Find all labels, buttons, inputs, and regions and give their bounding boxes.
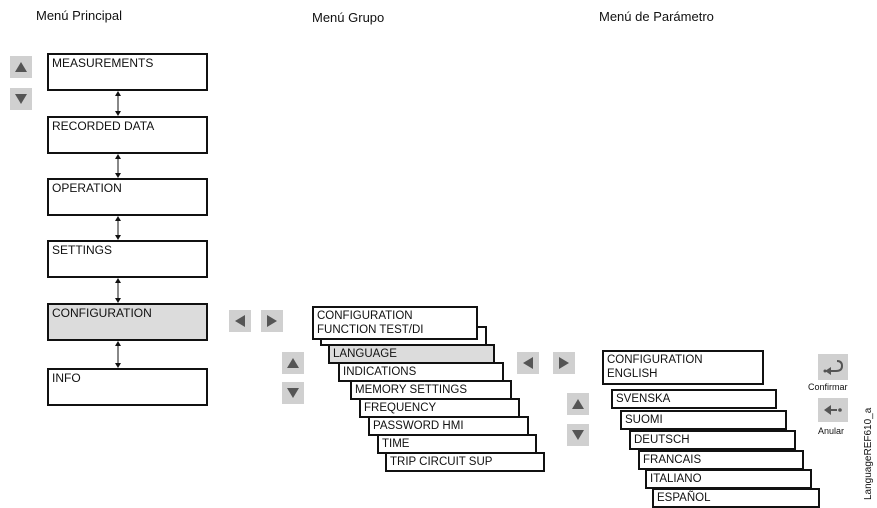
main-item-operation[interactable]: OPERATION [47, 178, 208, 216]
arrow-down-icon [15, 94, 27, 104]
group-menu-heading: Menú Grupo [312, 10, 385, 25]
up-button[interactable] [10, 56, 32, 78]
group-up-button[interactable] [282, 352, 304, 374]
double-arrow-icon [115, 278, 121, 303]
cancel-label: Anular [818, 426, 845, 436]
param-left-button[interactable] [517, 352, 539, 374]
arrow-down-icon [287, 388, 299, 398]
arrow-up-icon [572, 399, 584, 409]
main-menu-heading: Menú Principal [36, 8, 122, 23]
group-down-button[interactable] [282, 382, 304, 404]
arrow-left-icon [523, 357, 533, 369]
group-item-language[interactable]: LANGUAGE [328, 344, 495, 364]
confirm-label: Confirmar [808, 382, 848, 392]
param-right-button[interactable] [553, 352, 575, 374]
group-item-trip-circuit-sup[interactable]: TRIP CIRCUIT SUP [385, 452, 545, 472]
arrow-left-icon [235, 315, 245, 327]
param-item-espanol[interactable]: ESPAÑOL [652, 488, 820, 508]
main-item-measurements[interactable]: MEASUREMENTS [47, 53, 208, 91]
param-item-francais[interactable]: FRANCAIS [638, 450, 804, 470]
cancel-button[interactable] [818, 398, 848, 422]
group-item-frequency[interactable]: FREQUENCY [359, 398, 520, 418]
param-menu-heading: Menú de Parámetro [599, 9, 714, 24]
back-icon [824, 405, 842, 415]
param-title-line1: CONFIGURATION [607, 354, 703, 366]
down-button[interactable] [10, 88, 32, 110]
arrow-right-icon [559, 357, 569, 369]
figure-id: LanguageREF610_a [863, 407, 874, 500]
arrow-up-icon [287, 358, 299, 368]
right-button[interactable] [261, 310, 283, 332]
group-title-line1: CONFIGURATION [317, 310, 413, 322]
param-item-suomi[interactable]: SUOMI [620, 410, 787, 430]
group-item-memory-settings[interactable]: MEMORY SETTINGS [350, 380, 512, 400]
param-title-line2: ENGLISH [607, 368, 658, 380]
main-item-recorded-data[interactable]: RECORDED DATA [47, 116, 208, 154]
enter-icon [823, 360, 844, 375]
arrow-right-icon [267, 315, 277, 327]
double-arrow-icon [115, 216, 121, 240]
group-item-time[interactable]: TIME [377, 434, 537, 454]
double-arrow-icon [115, 154, 121, 178]
param-up-button[interactable] [567, 393, 589, 415]
param-down-button[interactable] [567, 424, 589, 446]
main-item-settings[interactable]: SETTINGS [47, 240, 208, 278]
double-arrow-icon [115, 91, 121, 116]
double-arrow-icon [115, 341, 121, 368]
main-item-configuration[interactable]: CONFIGURATION [47, 303, 208, 341]
group-title-line2: FUNCTION TEST/DI [317, 324, 424, 336]
group-menu-title: CONFIGURATION FUNCTION TEST/DI [312, 306, 478, 340]
group-item-password-hmi[interactable]: PASSWORD HMI [368, 416, 529, 436]
left-button[interactable] [229, 310, 251, 332]
param-item-svenska[interactable]: SVENSKA [611, 389, 777, 409]
arrow-down-icon [572, 430, 584, 440]
arrow-up-icon [15, 62, 27, 72]
param-menu-title: CONFIGURATION ENGLISH [602, 350, 764, 385]
group-item-indications[interactable]: INDICATIONS [338, 362, 504, 382]
confirm-button[interactable] [818, 354, 848, 380]
param-item-deutsch[interactable]: DEUTSCH [629, 430, 796, 450]
param-item-italiano[interactable]: ITALIANO [645, 469, 812, 489]
main-item-info[interactable]: INFO [47, 368, 208, 406]
